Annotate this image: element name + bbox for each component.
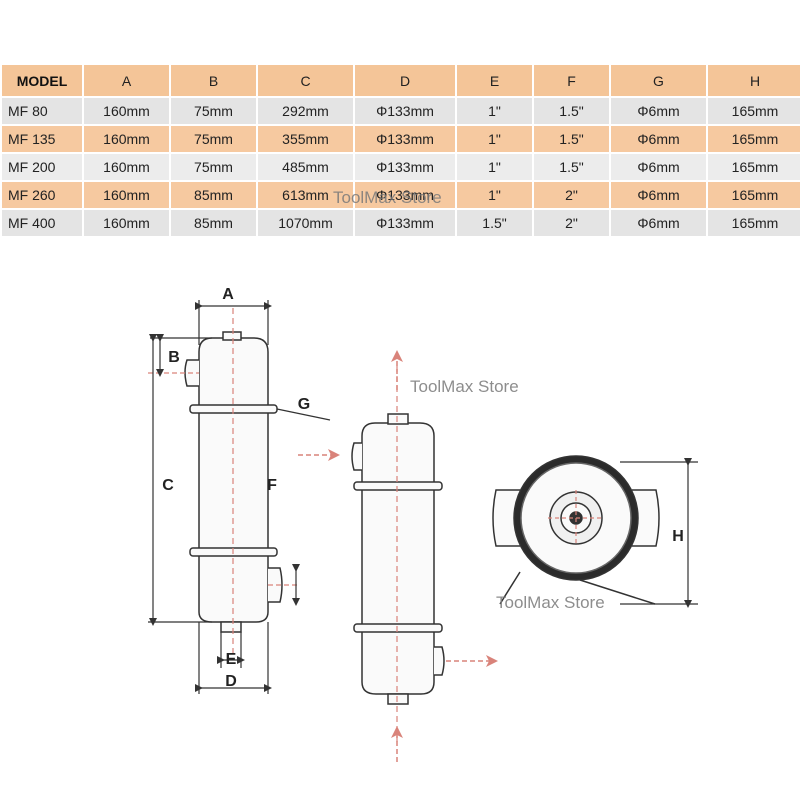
bottom-nozzle-front — [387, 693, 409, 705]
side-outlet — [268, 567, 283, 603]
cell-model: MF 260 — [2, 182, 82, 208]
label-h: H — [672, 528, 684, 545]
watermark: ToolMax Store — [333, 188, 442, 207]
table-header-row: MODEL A B C D E F G H — [2, 65, 800, 96]
cell: Φ133mm — [355, 210, 455, 236]
cell: 1" — [457, 126, 532, 152]
cell: 292mm — [258, 98, 353, 124]
cell: 2" — [534, 182, 609, 208]
front-view-drawing — [351, 413, 445, 705]
tank-body-front — [361, 422, 435, 695]
cell: 2" — [534, 210, 609, 236]
bottom-outlet — [220, 621, 242, 633]
cell: Φ133mm — [355, 182, 455, 208]
cell: 160mm — [84, 126, 169, 152]
cell: 165mm — [708, 154, 800, 180]
cell: 85mm — [171, 182, 256, 208]
cell: 85mm — [171, 210, 256, 236]
cell: 160mm — [84, 98, 169, 124]
cell: Φ133mm — [355, 98, 455, 124]
table-row: MF 135 160mm 75mm 355mm Φ133mm 1" 1.5" Φ… — [2, 126, 800, 152]
cell: 75mm — [171, 154, 256, 180]
port-left — [492, 489, 520, 547]
watermark: ToolMax Store — [410, 377, 519, 396]
header-c: C — [258, 65, 353, 96]
header-h: H — [708, 65, 800, 96]
cell: 1" — [457, 154, 532, 180]
label-a: A — [222, 286, 234, 303]
header-d: D — [355, 65, 455, 96]
clamp-front-top — [353, 481, 443, 491]
label-e: E — [226, 651, 237, 668]
cell: 1.5" — [534, 126, 609, 152]
clamp-front-bottom — [353, 623, 443, 633]
header-b: B — [171, 65, 256, 96]
flow-arrows — [298, 350, 498, 762]
inlet-port-front — [351, 442, 362, 471]
port-right — [632, 489, 660, 547]
table-row: MF 260 160mm 85mm 613mm Φ133mm 1" 2" Φ6m… — [2, 182, 800, 208]
cell: 160mm — [84, 154, 169, 180]
table-row: MF 200 160mm 75mm 485mm Φ133mm 1" 1.5" Φ… — [2, 154, 800, 180]
cell: 160mm — [84, 182, 169, 208]
cell: 75mm — [171, 98, 256, 124]
cell-model: MF 80 — [2, 98, 82, 124]
cell: 165mm — [708, 98, 800, 124]
cell: Φ6mm — [611, 182, 706, 208]
cell: 1" — [457, 98, 532, 124]
dimension-lines — [148, 300, 698, 694]
top-nozzle — [222, 331, 242, 341]
cell: Φ6mm — [611, 210, 706, 236]
watermark: ToolMax Store — [496, 593, 605, 612]
cell-model: MF 200 — [2, 154, 82, 180]
cell: 165mm — [708, 182, 800, 208]
label-f: F — [267, 477, 277, 494]
cell: 165mm — [708, 210, 800, 236]
cell: 485mm — [258, 154, 353, 180]
cell: Φ133mm — [355, 126, 455, 152]
cell: 1.5" — [534, 98, 609, 124]
header-g: G — [611, 65, 706, 96]
cell: 1" — [457, 182, 532, 208]
cell: Φ6mm — [611, 98, 706, 124]
cell: 1.5" — [457, 210, 532, 236]
cell: 1.5" — [534, 154, 609, 180]
header-f: F — [534, 65, 609, 96]
cell: 613mm — [258, 182, 353, 208]
spec-table: MODEL A B C D E F G H MF 80 160mm 75mm 2… — [0, 63, 800, 238]
cell: 1070mm — [258, 210, 353, 236]
cell: 165mm — [708, 126, 800, 152]
cell-model: MF 400 — [2, 210, 82, 236]
cell: Φ133mm — [355, 154, 455, 180]
cell: Φ6mm — [611, 126, 706, 152]
label-d: D — [225, 673, 237, 690]
header-model: MODEL — [2, 65, 82, 96]
cell: 75mm — [171, 126, 256, 152]
table-row: MF 80 160mm 75mm 292mm Φ133mm 1" 1.5" Φ6… — [2, 98, 800, 124]
cell: 160mm — [84, 210, 169, 236]
top-view-drawing — [492, 455, 660, 605]
outlet-port-front — [434, 646, 445, 676]
label-c: C — [162, 477, 174, 494]
cell: 355mm — [258, 126, 353, 152]
cell-model: MF 135 — [2, 126, 82, 152]
label-b: B — [168, 349, 180, 366]
top-nozzle-front — [387, 413, 409, 425]
table-row: MF 400 160mm 85mm 1070mm Φ133mm 1.5" 2" … — [2, 210, 800, 236]
header-e: E — [457, 65, 532, 96]
label-g: G — [298, 396, 310, 413]
cell: Φ6mm — [611, 154, 706, 180]
header-a: A — [84, 65, 169, 96]
